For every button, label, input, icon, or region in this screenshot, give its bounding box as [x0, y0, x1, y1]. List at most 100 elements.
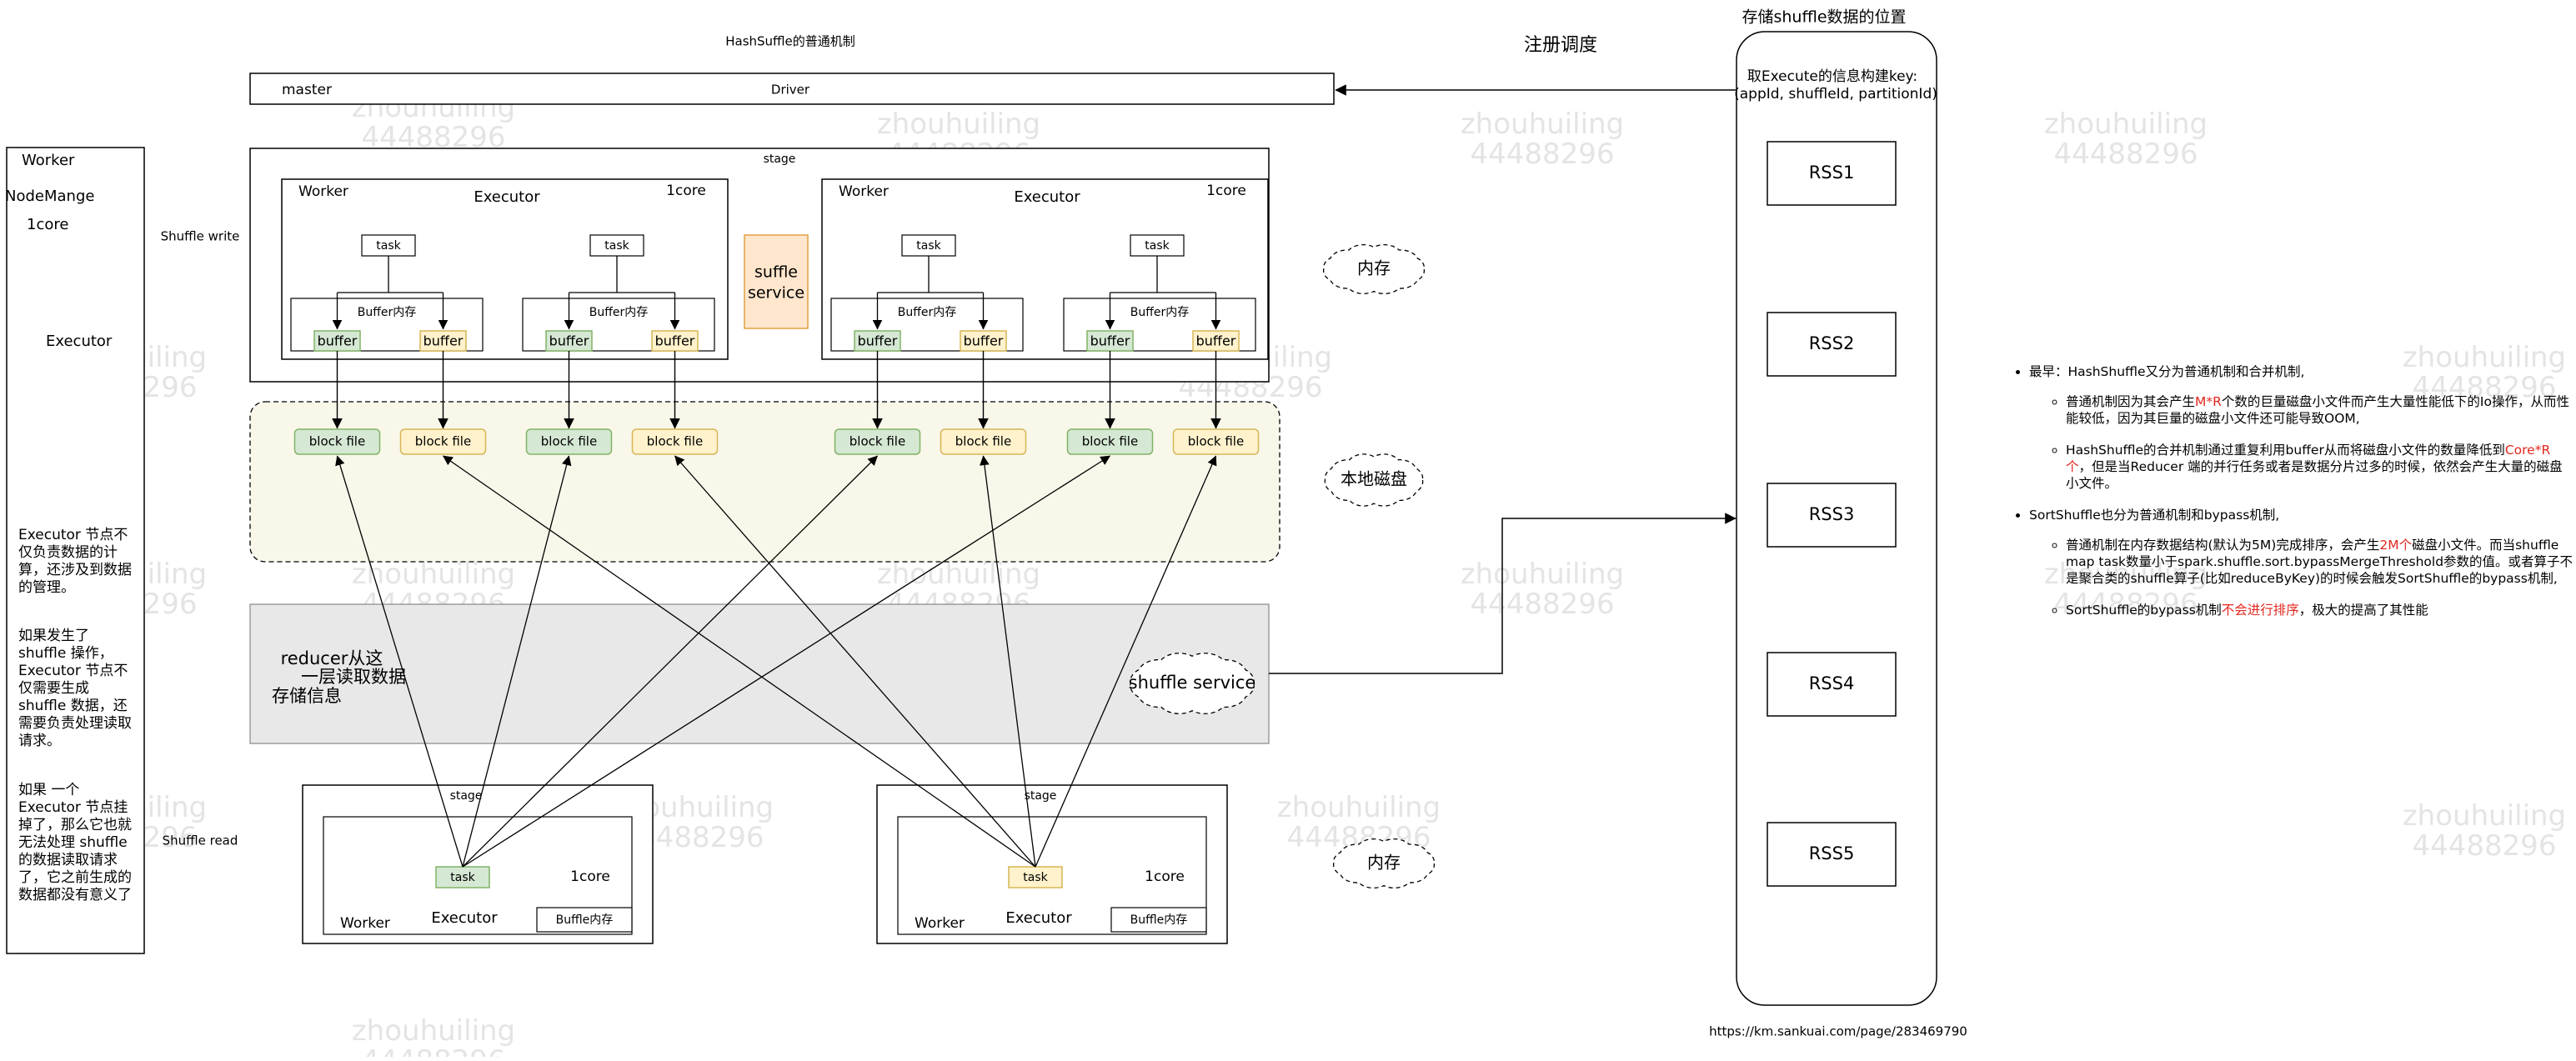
reducer-text-3: 存储信息: [272, 686, 342, 706]
watermark-name: zhouhuiling: [2044, 108, 2208, 141]
buffer-label: buffer: [655, 333, 695, 349]
block-file-label: block file: [1188, 434, 1244, 449]
block-file-label: block file: [415, 434, 471, 449]
watermark-id: 44488296: [2412, 371, 2556, 404]
watermark-name: zhouhuiling: [2403, 341, 2566, 374]
service-to-rss-connector: [1269, 513, 1737, 674]
watermark-id: 44488296: [2053, 138, 2198, 171]
buffer-memory-label: Buffer内存: [358, 306, 417, 319]
executor-label: Executor: [1014, 188, 1080, 206]
watermark-name: zhouhuiling: [2044, 558, 2208, 591]
read-task-label: task: [1023, 871, 1048, 884]
rss-node-label: RSS1: [1809, 163, 1855, 183]
read-fetch-line: [462, 455, 1110, 868]
rss-node: RSS2: [1767, 312, 1897, 377]
note-sort-normal: 普通机制在内存数据结构(默认为5M)完成排序，会产生2M个磁盘小文件。而当shu…: [2066, 537, 2574, 587]
watermark-id: 44488296: [2053, 588, 2198, 621]
rss-node: RSS3: [1767, 483, 1897, 548]
worker-label: Worker: [340, 915, 390, 932]
note-hash-normal: 普通机制因为其会产生M*R个数的巨量磁盘小文件而产生大量性能低下的Io操作，从而…: [2066, 393, 2574, 427]
note-sort-title: SortShuffle也分为普通机制和bypass机制,: [2029, 508, 2280, 523]
read-fetch-line: [1035, 455, 1217, 868]
block-file-box: [293, 428, 381, 455]
read-task-box: [435, 866, 490, 888]
suffle-service-box: [744, 234, 809, 329]
watermark-name: zhouhuiling: [1461, 108, 1624, 141]
block-file-label: block file: [1082, 434, 1138, 449]
buffer-green: [1086, 330, 1134, 352]
executor-desc-3: 如果 一个 Executor 节点挂掉了，那么它也就无法处理 shuffle 的…: [18, 782, 132, 903]
rss-node-box: [1767, 141, 1897, 206]
reducer-band: [249, 603, 1270, 744]
shuffle-service-cloud-label: shuffle service: [1129, 673, 1256, 693]
local-disk-cloud-label: 本地磁盘: [1341, 469, 1407, 489]
task-label: task: [1145, 239, 1170, 253]
rss-node-box: [1767, 312, 1897, 377]
block-file-yellow: block file: [1172, 351, 1260, 455]
core-label: 1core: [1206, 183, 1246, 199]
cloud-shape: [1324, 453, 1424, 507]
reducer-text-2: 一层读取数据: [301, 667, 406, 687]
register-label: 注册调度: [1524, 35, 1597, 56]
buffer-memory-label: Buffer内存: [589, 306, 649, 319]
buffer-label: buffer: [318, 333, 358, 349]
buffer-label: buffer: [549, 333, 589, 349]
rss-node: RSS1: [1767, 141, 1897, 206]
block-file-box: [399, 428, 487, 455]
memory-cloud-bottom-label: 内存: [1367, 853, 1401, 873]
memory-cloud-top: 内存: [1322, 244, 1426, 294]
block-file-box: [1172, 428, 1260, 455]
block-file-yellow: block file: [631, 351, 719, 455]
store-title: 存储shuffle数据的位置: [1742, 8, 1906, 27]
buffle-memory-box: [536, 907, 633, 933]
task-box: [589, 234, 644, 257]
store-key-line-2: (appId, shuffleId, partitionId): [1734, 86, 1937, 103]
reducer-text-1: reducer从这: [281, 648, 383, 668]
rss-node-box: [1767, 652, 1897, 717]
read-fetch-line: [462, 455, 572, 868]
driver-bar: [249, 73, 1335, 105]
read-fetch-line: [980, 455, 1036, 868]
watermark-id: 44488296: [361, 1044, 505, 1057]
worker-label: Worker: [839, 183, 889, 200]
core-label: 1core: [666, 183, 706, 199]
task-label: task: [376, 239, 401, 253]
watermark-name: zhouhuiling: [1277, 791, 1441, 824]
task-label: task: [604, 239, 629, 253]
local-disk-cloud: 本地磁盘: [1324, 453, 1424, 507]
master-label: master: [282, 82, 332, 98]
watermark-id: 44488296: [1470, 138, 1614, 171]
block-file-yellow: block file: [940, 351, 1027, 455]
read-fetch-line: [462, 455, 878, 868]
core-label: 1core: [1145, 868, 1185, 885]
left-worker-panel: [6, 147, 145, 954]
read-task-box: [1008, 866, 1063, 888]
read-task-label: task: [450, 871, 475, 884]
block-file-green: block file: [834, 351, 921, 455]
task-box: [901, 234, 956, 257]
rss-node-label: RSS3: [1809, 504, 1855, 524]
worker-label: Worker: [298, 183, 348, 200]
executor-desc-2: 如果发生了 shuffle 操作，Executor 节点不仅需要生成 shuff…: [18, 628, 132, 749]
buffle-memory-label: Buffle内存: [556, 913, 614, 927]
buffer-green: [854, 330, 901, 352]
block-file-box: [1066, 428, 1154, 455]
rss-node: RSS4: [1767, 652, 1897, 717]
note-sort-bypass: SortShuffle的bypass机制不会进行排序，极大的提高了其性能: [2066, 602, 2574, 618]
block-file-label: block file: [309, 434, 365, 449]
watermark-name: zhouhuiling: [2403, 799, 2566, 833]
block-file-green: block file: [525, 351, 613, 455]
read-fetch-line: [674, 455, 1036, 868]
worker-label: Worker: [915, 915, 965, 932]
read-fetch-line: [335, 455, 464, 868]
read-fetch-line: [443, 455, 1036, 868]
block-file-label: block file: [541, 434, 597, 449]
rss-node-box: [1767, 822, 1897, 887]
cloud-shape: [1332, 838, 1436, 888]
block-file-box: [525, 428, 613, 455]
task-box: [361, 234, 416, 257]
block-file-label: block file: [647, 434, 703, 449]
watermark-layer: zhouhuiling44488296zhouhuiling44488296zh…: [43, 91, 2566, 1061]
